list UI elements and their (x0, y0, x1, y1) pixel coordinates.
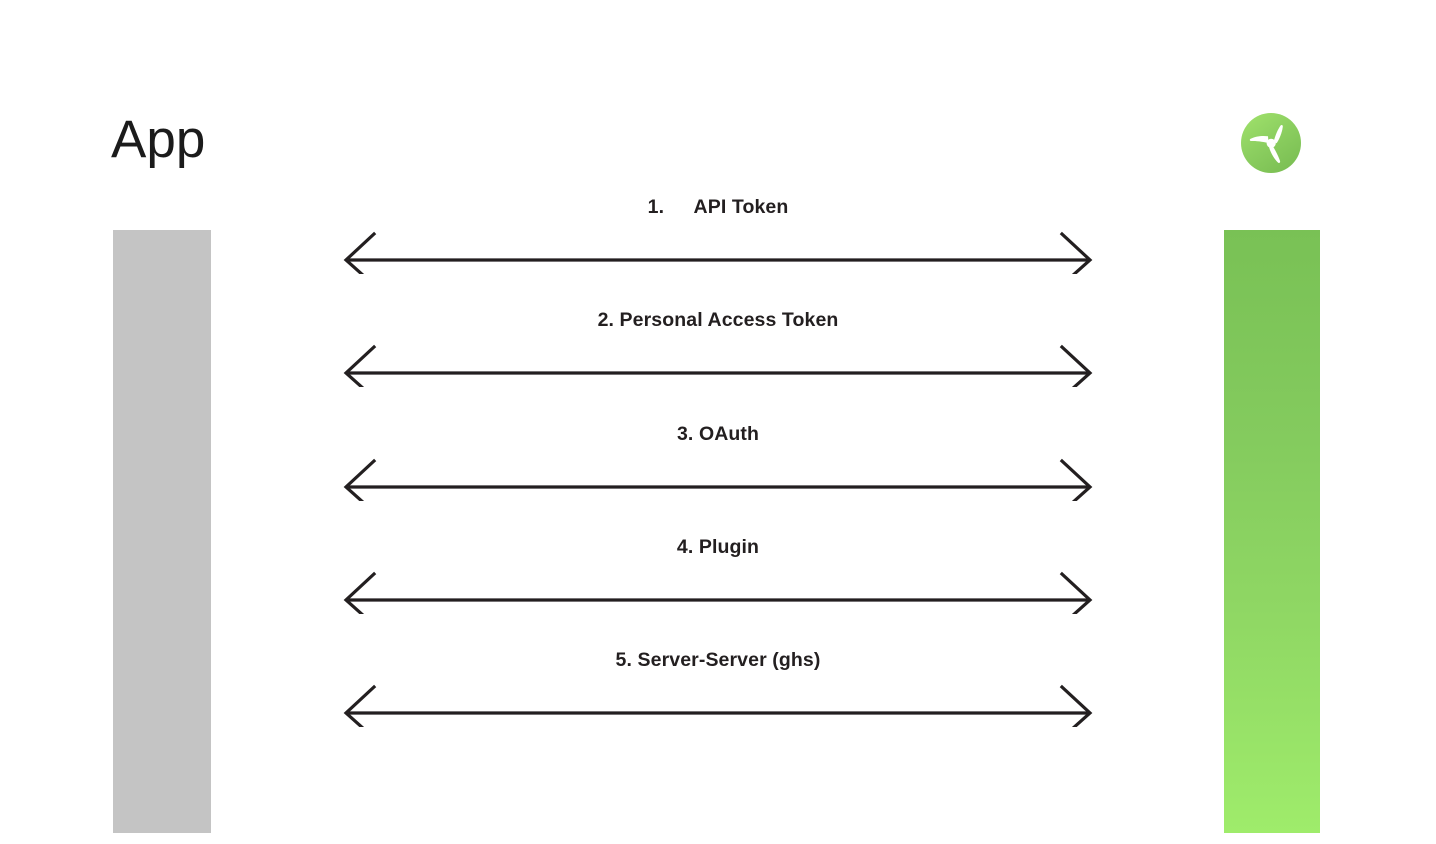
message-label: 5. Server-Server (ghs) (615, 649, 821, 671)
bidirectional-arrow-icon (340, 449, 1096, 501)
bidirectional-arrow-icon (340, 335, 1096, 387)
message-label: 3. OAuth (676, 423, 760, 445)
message-row: 1. API Token (340, 196, 1096, 274)
bidirectional-arrow-icon (340, 675, 1096, 727)
message-label: 2. Personal Access Token (597, 309, 839, 331)
bidirectional-arrow-icon (340, 222, 1096, 274)
message-row: 5. Server-Server (ghs) (340, 649, 1096, 727)
bidirectional-arrow-icon (340, 562, 1096, 614)
app-lifeline-bar (113, 230, 211, 833)
message-row: 3. OAuth (340, 423, 1096, 501)
message-label: 4. Plugin (676, 536, 760, 558)
page-title: App (111, 110, 206, 169)
propeller-logo-icon (1240, 112, 1302, 174)
message-row: 2. Personal Access Token (340, 309, 1096, 387)
service-lifeline-bar (1224, 230, 1320, 833)
message-label: 1. API Token (647, 196, 789, 218)
message-row: 4. Plugin (340, 536, 1096, 614)
